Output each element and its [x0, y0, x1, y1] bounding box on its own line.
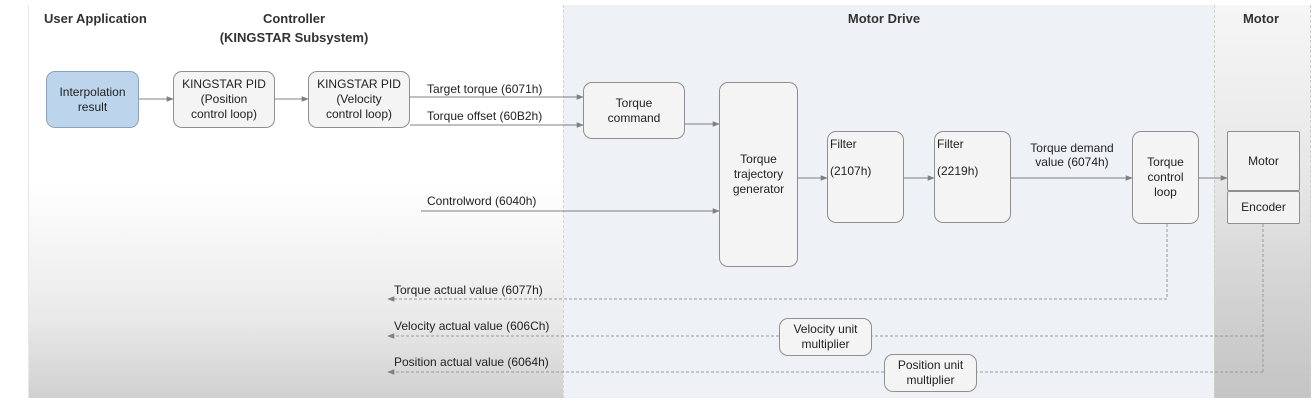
torque-actual-label: Torque actual value (6077h): [394, 283, 543, 297]
position-actual-label: Position actual value (6064h): [394, 355, 549, 369]
filter-2107h-title: Filter: [830, 137, 857, 151]
filter-2107h-block: Filter (2107h): [827, 131, 904, 223]
velocity-actual-label: Velocity actual value (606Ch): [394, 319, 550, 333]
torque-demand-label: Torque demand value (6074h): [1030, 141, 1114, 169]
motor-heading: Motor: [1242, 11, 1280, 26]
user-controller-region: [28, 5, 564, 398]
torque-control-loop-block: Torque control loop: [1132, 131, 1199, 224]
pid-position-block: KINGSTAR PID (Position control loop): [173, 71, 275, 128]
velocity-unit-multiplier-block: Velocity unit multiplier: [779, 318, 872, 356]
torque-command-block: Torque command: [583, 82, 685, 139]
filter-2219h-value: (2219h): [937, 164, 979, 178]
interpolation-result-block: Interpolation result: [46, 71, 139, 128]
torque-offset-label: Torque offset (60B2h): [427, 109, 543, 123]
torque-trajectory-generator-block: Torque trajectory generator: [719, 82, 798, 267]
filter-2107h-value: (2107h): [830, 164, 872, 178]
pid-velocity-block: KINGSTAR PID (Velocity control loop): [308, 71, 410, 128]
controller-heading: Controller: [262, 11, 326, 26]
controlword-label: Controlword (6040h): [427, 194, 537, 208]
filter-2219h-title: Filter: [937, 137, 964, 151]
encoder-block: Encoder: [1227, 191, 1300, 224]
position-unit-multiplier-block: Position unit multiplier: [884, 354, 977, 392]
filter-2219h-block: Filter (2219h): [934, 131, 1011, 223]
controller-subheading: (KINGSTAR Subsystem): [219, 30, 369, 45]
motor-block: Motor: [1227, 131, 1300, 191]
user-application-heading: User Application: [44, 11, 147, 26]
motor-drive-heading: Motor Drive: [847, 11, 921, 26]
feedback-torque-actual: [387, 224, 1168, 302]
target-torque-label: Target torque (6071h): [427, 82, 543, 96]
